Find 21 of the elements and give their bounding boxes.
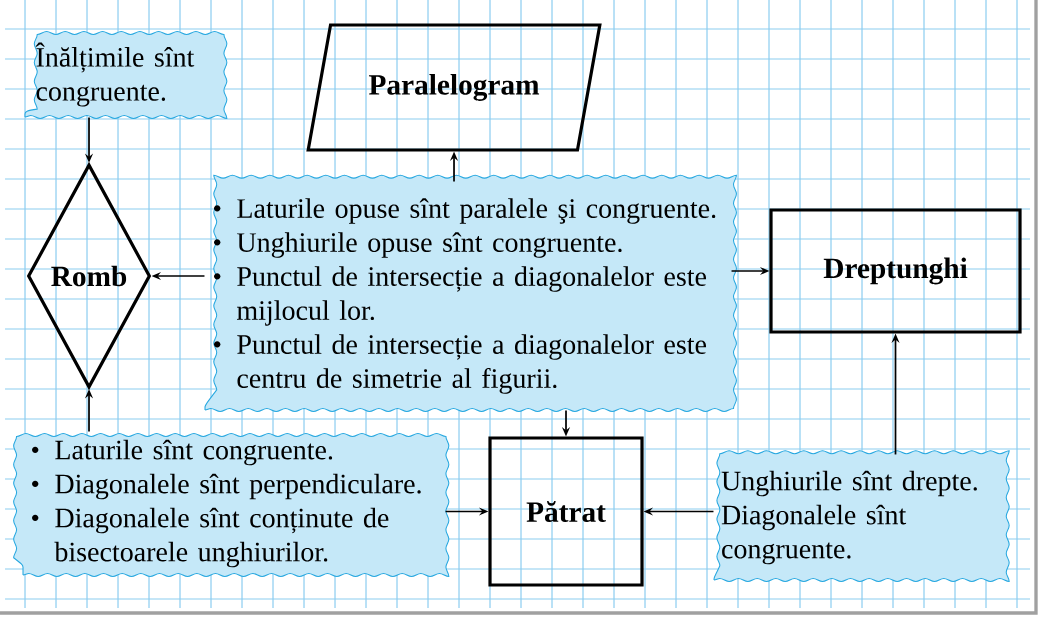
- list-item: Punctul de intersecție a diagonalelor este centru de simetrie al figurii.: [214, 334, 706, 394]
- process-box: [769, 208, 1022, 334]
- list-item: Laturile opuse sînt paralele şi congruente.: [214, 198, 716, 224]
- list-item: Unghiurile opuse sînt congruente.: [214, 232, 622, 258]
- note-text: Înălțimile sînt congruente.: [35, 42, 195, 107]
- parallelogram-box: [306, 23, 602, 152]
- note-box: [24, 31, 228, 119]
- shape-label: Dreptunghi: [823, 257, 968, 285]
- list-item: Diagonalele sînt conținute de bisectoarele unghiurilor.: [32, 507, 389, 568]
- shape-label: Paralelogram: [369, 74, 540, 101]
- note-text: Unghiurile sînt drepte.: [721, 470, 977, 497]
- list-item: Laturile sînt congruente.: [32, 439, 333, 466]
- note-box: [713, 450, 1010, 582]
- note-box: [204, 174, 737, 412]
- shape-label: Romb: [51, 265, 127, 287]
- process-box: [488, 436, 644, 587]
- note-box: [13, 433, 450, 577]
- list-item: Diagonalele sînt perpendiculare.: [32, 473, 421, 500]
- note-text: Diagonalele sînt congruente.: [721, 504, 907, 565]
- list-item: Punctul de intersecție a diagonalelor este mijlocul lor.: [214, 266, 706, 326]
- shape-label: Pătrat: [526, 501, 606, 522]
